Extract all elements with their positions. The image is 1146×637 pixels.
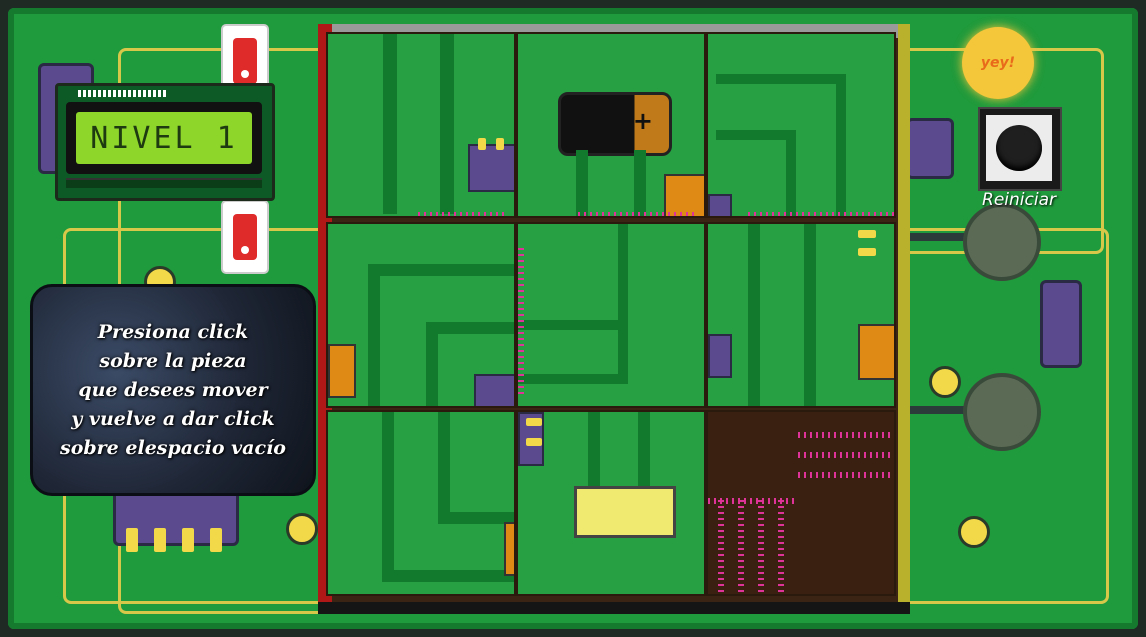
instructions-panel: Presiona click sobre la pieza que desees… [30, 284, 316, 496]
puzzle-tile-2[interactable] [516, 32, 706, 218]
solder-pad [929, 366, 961, 398]
puzzle-tile-3[interactable] [706, 32, 896, 218]
puzzle-tile-8[interactable] [516, 410, 706, 596]
chip-pin [182, 528, 194, 552]
puzzle-board [318, 24, 910, 614]
level-display: NIVEL 1 [76, 112, 252, 164]
puzzle-tile-4[interactable] [326, 222, 516, 408]
logo-badge: yey! [962, 27, 1034, 99]
capacitor-icon [574, 486, 676, 538]
reset-button[interactable] [978, 107, 1062, 191]
puzzle-tile-1[interactable] [326, 32, 516, 218]
chip-right-mid [1040, 280, 1082, 368]
chip-pin [210, 528, 222, 552]
logo-text: yey! [980, 55, 1016, 71]
push-button-icon [996, 125, 1042, 171]
puzzle-tile-7[interactable] [326, 410, 516, 596]
lcd-pin-header [78, 90, 168, 97]
knob-upper [963, 203, 1041, 281]
chip-pin [154, 528, 166, 552]
knob-lower [963, 373, 1041, 451]
puzzle-tile-5[interactable] [516, 222, 706, 408]
chip-right-top [906, 118, 954, 179]
solder-pad [958, 516, 990, 548]
level-lcd: NIVEL 1 [55, 83, 275, 201]
puzzle-tile-6[interactable] [706, 222, 896, 408]
battery-icon [558, 92, 672, 156]
puzzle-empty-slot[interactable] [706, 410, 896, 596]
solder-pad [286, 513, 318, 545]
chip-pin [126, 528, 138, 552]
reset-label[interactable]: Reiniciar [982, 190, 1056, 210]
toggle-switch-bottom [221, 200, 269, 274]
instructions-text: Presiona click sobre la pieza que desees… [60, 320, 286, 459]
